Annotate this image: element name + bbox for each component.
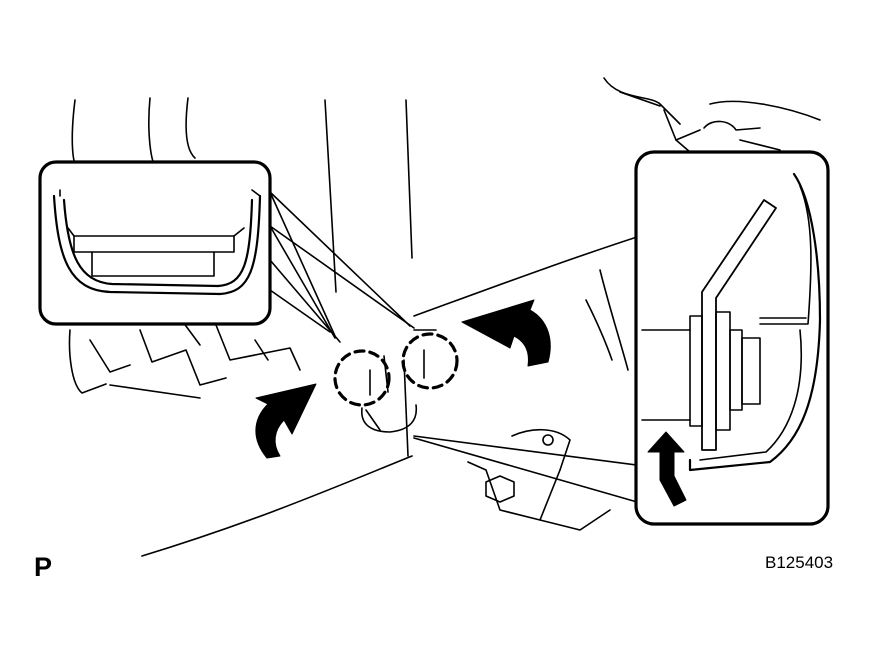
figure-code: B125403: [765, 553, 834, 572]
up-arrow-icon: [647, 431, 687, 507]
rotation-arrows: [255, 299, 551, 459]
left-inset-frame: [38, 160, 272, 326]
claw-markers: [333, 332, 459, 407]
claw-marker-left: [333, 349, 391, 407]
curved-arrow-icon: [461, 299, 551, 367]
right-inset-frame: [634, 150, 830, 526]
curved-arrow-icon: [255, 383, 317, 459]
right-inset-callout: [413, 150, 830, 526]
left-inset-callout: [38, 160, 415, 343]
view-label: P: [34, 552, 53, 582]
claw-marker-right: [401, 332, 459, 390]
claw-part: [361, 329, 437, 433]
